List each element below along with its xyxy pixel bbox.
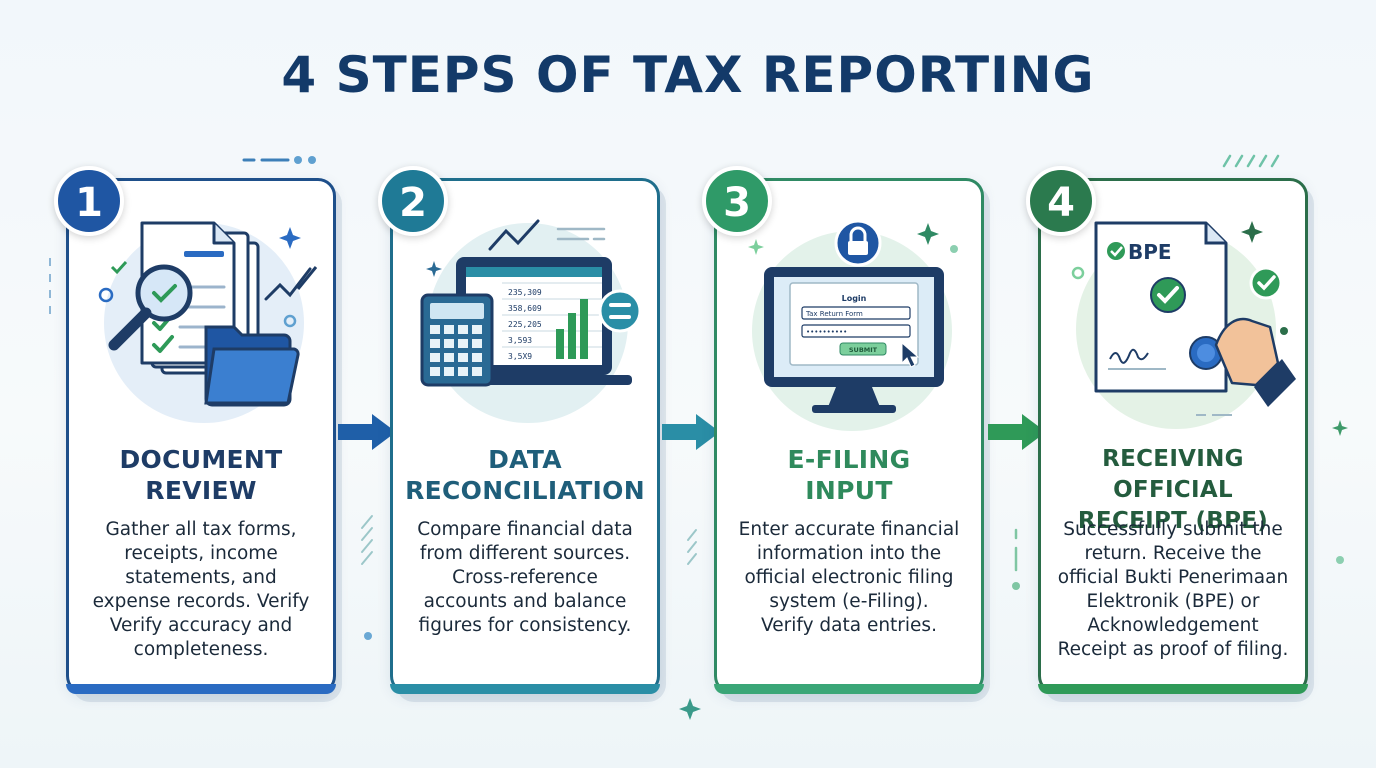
step-title: E-FILING INPUT: [725, 444, 973, 506]
spreadsheet-cell: 358,609: [508, 304, 542, 313]
description-line: Verify data entries.: [761, 615, 937, 636]
description-line: Verify accuracy and: [109, 615, 293, 636]
description-line: Cross-reference: [452, 567, 598, 588]
description-line: figures for consistency.: [418, 615, 632, 636]
document-magnifier-folder-icon: [98, 221, 318, 423]
tax-form-field: Tax Return Form: [805, 310, 863, 318]
description-line: Compare financial data: [417, 519, 633, 540]
receipt-label: BPE: [1128, 240, 1172, 264]
step-description: Successfully submit the return. Receive …: [1051, 518, 1295, 662]
description-line: Successfully submit the: [1063, 519, 1283, 540]
arrow-right-icon: [662, 414, 720, 450]
password-field: ••••••••••: [806, 328, 847, 336]
description-line: official Bukti Penerimaan: [1057, 567, 1289, 588]
description-line: accounts and balance: [423, 591, 627, 612]
step-title: RECEIVING OFFICIAL RECEIPT (BPE): [1049, 444, 1297, 537]
description-line: Enter accurate financial: [738, 519, 960, 540]
receipt-hand-seal-icon: BPE: [1071, 221, 1296, 429]
description-line: completeness.: [133, 639, 269, 660]
step-number-badge-2: 2: [378, 166, 448, 236]
card-accent-bar: [390, 684, 660, 694]
arrow-right-icon: [988, 414, 1046, 450]
card-accent-bar: [714, 684, 984, 694]
step-description: Compare financial data from different so…: [403, 518, 647, 638]
step-card-1: DOCUMENT REVIEW Gather all tax forms, re…: [66, 178, 336, 694]
description-line: information into the: [756, 543, 942, 564]
step-title-line: INPUT: [805, 476, 893, 505]
step-title: DATA RECONCILIATION: [401, 444, 649, 506]
step-title-line: E-FILING: [787, 445, 911, 474]
description-line: official electronic filing: [744, 567, 954, 588]
description-line: return. Receive the: [1084, 543, 1262, 564]
description-line: Receipt as proof of filing.: [1057, 639, 1289, 660]
description-line: expense records. Verify: [92, 591, 310, 612]
description-line: statements, and: [125, 567, 277, 588]
description-line: receipts, income: [124, 543, 278, 564]
step-description: Enter accurate financial information int…: [727, 518, 971, 638]
step-number-badge-4: 4: [1026, 166, 1096, 236]
card-accent-bar: [66, 684, 336, 694]
step-card-4: BPE RECEIVING OFFICIAL RECEIPT (BPE) Suc…: [1038, 178, 1308, 694]
step-card-2: 235,309 358,609 225,205 3,593 3,5X9 DA: [390, 178, 660, 694]
step-card-3: Login Tax Return Form •••••••••• SUBMIT …: [714, 178, 984, 694]
step-title: DOCUMENT REVIEW: [77, 444, 325, 506]
card-accent-bar: [1038, 684, 1308, 694]
step-title-line: RECEIPT (BPE): [1077, 508, 1269, 534]
step-title-line: RECEIVING OFFICIAL: [1102, 446, 1244, 503]
monitor-login-lock-icon: Login Tax Return Form •••••••••• SUBMIT: [748, 219, 958, 431]
login-label: Login: [842, 294, 867, 303]
step-title-line: DOCUMENT: [119, 445, 283, 474]
laptop-calculator-spreadsheet-icon: 235,309 358,609 225,205 3,593 3,5X9: [420, 219, 642, 423]
description-line: from different sources.: [419, 543, 631, 564]
step-title-line: RECONCILIATION: [405, 476, 645, 505]
step-number-badge-1: 1: [54, 166, 124, 236]
step-title-line: REVIEW: [145, 476, 257, 505]
spreadsheet-cell: 225,205: [508, 320, 542, 329]
submit-button: SUBMIT: [849, 346, 878, 354]
step-title-line: DATA: [488, 445, 562, 474]
description-line: Gather all tax forms,: [105, 519, 297, 540]
description-line: Elektronik (BPE) or: [1086, 591, 1260, 612]
page-title: 4 STEPS OF TAX REPORTING: [281, 46, 1095, 104]
description-line: system (e-Filing).: [769, 591, 929, 612]
spreadsheet-cell: 3,5X9: [508, 352, 532, 361]
description-line: Acknowledgement: [1087, 615, 1259, 636]
spreadsheet-cell: 3,593: [508, 336, 532, 345]
spreadsheet-cell: 235,309: [508, 288, 542, 297]
step-description: Gather all tax forms, receipts, income s…: [79, 518, 323, 662]
step-number-badge-3: 3: [702, 166, 772, 236]
arrow-right-icon: [338, 414, 396, 450]
